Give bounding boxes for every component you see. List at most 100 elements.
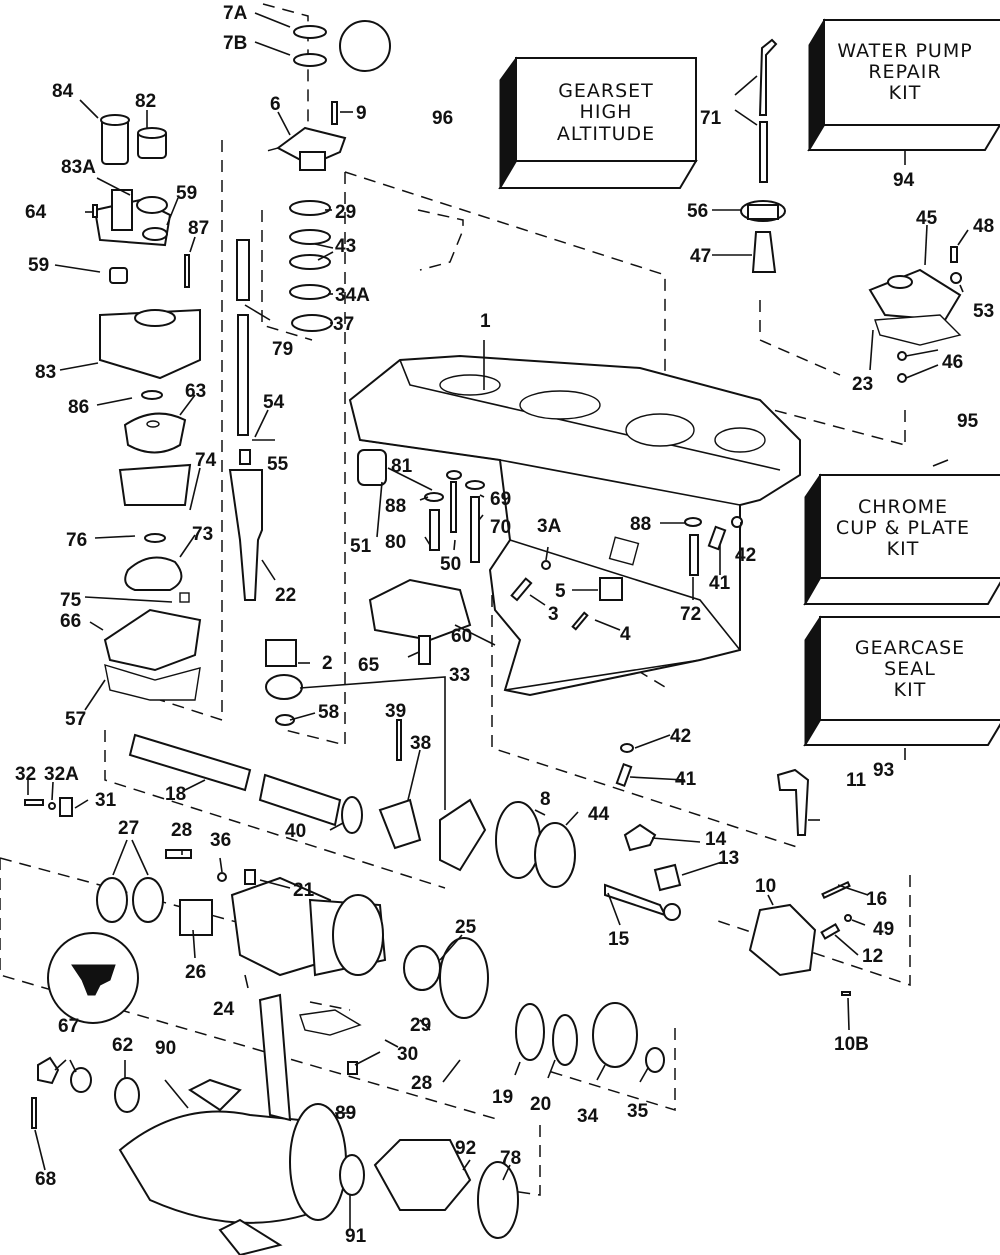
callout-7A[interactable]: 7A bbox=[223, 3, 248, 24]
callout-10[interactable]: 10 bbox=[755, 876, 776, 897]
callout-56[interactable]: 56 bbox=[687, 201, 708, 222]
callout-26[interactable]: 26 bbox=[185, 962, 206, 983]
callout-29-a[interactable]: 29 bbox=[335, 202, 356, 223]
callout-53[interactable]: 53 bbox=[973, 301, 994, 322]
callout-36[interactable]: 36 bbox=[210, 830, 231, 851]
callout-70[interactable]: 70 bbox=[490, 517, 511, 538]
pump-cover-parts[interactable] bbox=[868, 246, 962, 383]
callout-28-a[interactable]: 28 bbox=[171, 820, 192, 841]
callout-59-a[interactable]: 59 bbox=[176, 183, 197, 204]
kit-box-94[interactable]: WATER PUMP REPAIR KIT bbox=[807, 18, 1000, 152]
callout-39[interactable]: 39 bbox=[385, 701, 406, 722]
callout-3A[interactable]: 3A bbox=[537, 516, 562, 537]
callout-15[interactable]: 15 bbox=[608, 929, 630, 950]
callout-14[interactable]: 14 bbox=[705, 829, 727, 850]
callout-81[interactable]: 81 bbox=[391, 456, 413, 477]
callout-42-b[interactable]: 42 bbox=[670, 726, 691, 747]
callout-24[interactable]: 24 bbox=[213, 999, 235, 1020]
callout-11[interactable]: 11 bbox=[846, 770, 867, 791]
callout-86[interactable]: 86 bbox=[68, 397, 89, 418]
callout-89[interactable]: 89 bbox=[335, 1103, 356, 1124]
callout-41-a[interactable]: 41 bbox=[709, 573, 731, 594]
callout-9[interactable]: 9 bbox=[356, 103, 367, 124]
callout-45[interactable]: 45 bbox=[916, 208, 938, 229]
callout-67[interactable]: 67 bbox=[58, 1016, 79, 1037]
callout-49[interactable]: 49 bbox=[873, 919, 894, 940]
callout-88-b[interactable]: 88 bbox=[630, 514, 651, 535]
callout-33[interactable]: 33 bbox=[449, 665, 470, 686]
callout-74[interactable]: 74 bbox=[195, 450, 217, 471]
callout-29-b[interactable]: 29 bbox=[410, 1015, 431, 1036]
callout-51[interactable]: 51 bbox=[350, 536, 372, 557]
propeller-parts[interactable] bbox=[31, 993, 519, 1255]
callout-59-b[interactable]: 59 bbox=[28, 255, 49, 276]
callout-42-a[interactable]: 42 bbox=[735, 545, 756, 566]
callout-44[interactable]: 44 bbox=[588, 804, 610, 825]
kit-box-96[interactable]: GEARSET HIGH ALTITUDE bbox=[498, 56, 698, 190]
callout-79[interactable]: 79 bbox=[272, 339, 293, 360]
callout-12[interactable]: 12 bbox=[862, 946, 883, 967]
callout-10B[interactable]: 10B bbox=[834, 1034, 869, 1055]
shift-rod-parts[interactable] bbox=[740, 38, 786, 273]
callout-62[interactable]: 62 bbox=[112, 1035, 133, 1056]
callout-54[interactable]: 54 bbox=[263, 392, 285, 413]
callout-87[interactable]: 87 bbox=[188, 218, 209, 239]
kit-box-93[interactable]: GEARCASE SEAL KIT bbox=[803, 615, 1000, 747]
callout-78[interactable]: 78 bbox=[500, 1148, 521, 1169]
callout-7B[interactable]: 7B bbox=[223, 33, 247, 54]
callout-18[interactable]: 18 bbox=[165, 784, 186, 805]
callout-30[interactable]: 30 bbox=[397, 1044, 418, 1065]
callout-16[interactable]: 16 bbox=[866, 889, 887, 910]
callout-72[interactable]: 72 bbox=[680, 604, 701, 625]
callout-60[interactable]: 60 bbox=[451, 626, 472, 647]
callout-37[interactable]: 37 bbox=[333, 314, 354, 335]
callout-27[interactable]: 27 bbox=[118, 818, 139, 839]
callout-5[interactable]: 5 bbox=[555, 581, 566, 602]
callout-57[interactable]: 57 bbox=[65, 709, 86, 730]
callout-63[interactable]: 63 bbox=[185, 381, 206, 402]
callout-92[interactable]: 92 bbox=[455, 1138, 476, 1159]
driveshaft-parts[interactable] bbox=[228, 20, 391, 726]
callout-25[interactable]: 25 bbox=[455, 917, 477, 938]
callout-2[interactable]: 2 bbox=[322, 653, 333, 674]
callout-19[interactable]: 19 bbox=[492, 1087, 513, 1108]
callout-43[interactable]: 43 bbox=[335, 236, 356, 257]
mid-hardware[interactable] bbox=[357, 449, 743, 788]
callout-55[interactable]: 55 bbox=[267, 454, 289, 475]
callout-3[interactable]: 3 bbox=[548, 604, 559, 625]
gearcase-housing[interactable] bbox=[348, 354, 801, 697]
callout-1[interactable]: 1 bbox=[480, 311, 491, 332]
callout-66[interactable]: 66 bbox=[60, 611, 81, 632]
callout-40[interactable]: 40 bbox=[285, 821, 306, 842]
callout-21[interactable]: 21 bbox=[293, 880, 315, 901]
callout-34[interactable]: 34 bbox=[577, 1106, 599, 1127]
callout-46[interactable]: 46 bbox=[942, 352, 963, 373]
callout-22[interactable]: 22 bbox=[275, 585, 296, 606]
callout-76[interactable]: 76 bbox=[66, 530, 87, 551]
callout-28-b[interactable]: 28 bbox=[411, 1073, 432, 1094]
callout-13[interactable]: 13 bbox=[718, 848, 739, 869]
callout-47[interactable]: 47 bbox=[690, 246, 711, 267]
callout-95[interactable]: 95 bbox=[957, 411, 979, 432]
callout-91[interactable]: 91 bbox=[345, 1226, 367, 1247]
callout-71[interactable]: 71 bbox=[700, 108, 722, 129]
callout-83[interactable]: 83 bbox=[35, 362, 56, 383]
callout-68[interactable]: 68 bbox=[35, 1169, 56, 1190]
callout-88-a[interactable]: 88 bbox=[385, 496, 406, 517]
callout-69[interactable]: 69 bbox=[490, 489, 511, 510]
shift-mechanism-parts[interactable] bbox=[604, 768, 852, 996]
callout-83A[interactable]: 83A bbox=[61, 157, 96, 178]
callout-58[interactable]: 58 bbox=[318, 702, 339, 723]
callout-96[interactable]: 96 bbox=[432, 108, 453, 129]
callout-38[interactable]: 38 bbox=[410, 733, 431, 754]
callout-31[interactable]: 31 bbox=[95, 790, 117, 811]
callout-6[interactable]: 6 bbox=[270, 94, 281, 115]
callout-8[interactable]: 8 bbox=[540, 789, 551, 810]
callout-50[interactable]: 50 bbox=[440, 554, 461, 575]
propshaft-parts[interactable] bbox=[24, 719, 665, 1075]
callout-82[interactable]: 82 bbox=[135, 91, 156, 112]
callout-64[interactable]: 64 bbox=[25, 202, 47, 223]
callout-80[interactable]: 80 bbox=[385, 532, 406, 553]
callout-73[interactable]: 73 bbox=[192, 524, 213, 545]
kit-box-95[interactable]: CHROME CUP & PLATE KIT bbox=[803, 473, 1000, 606]
